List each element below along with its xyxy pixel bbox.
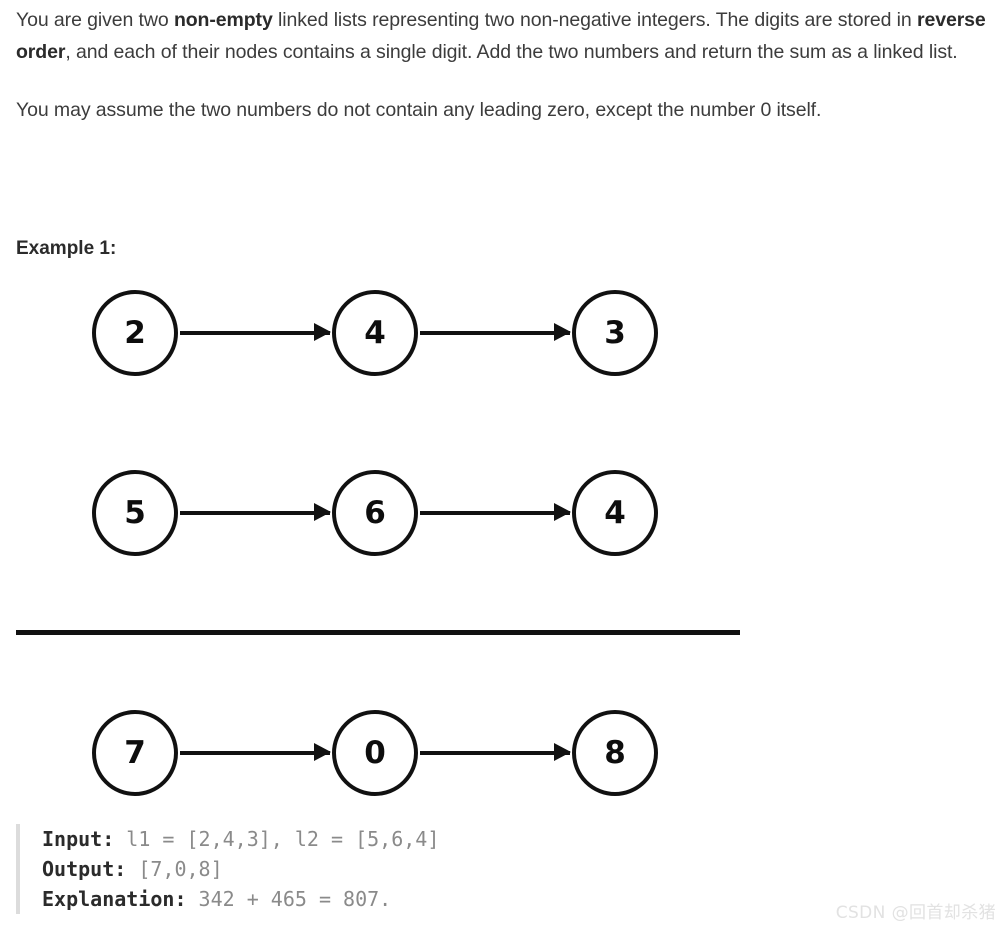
code-label: Output: [42,857,127,881]
code-line-output: Output: [7,0,8] [42,854,976,884]
code-value: l1 = [2,4,3], l2 = [5,6,4] [114,827,440,851]
csdn-watermark: CSDN @回首却杀猪 [835,903,996,923]
next-pointer-arrow-icon [420,503,571,521]
plain-text: linked lists representing two non-negati… [272,9,917,31]
list-node: 4 [572,470,658,556]
list-node: 3 [572,290,658,376]
sum-separator-line [16,630,740,635]
code-line-input: Input: l1 = [2,4,3], l2 = [5,6,4] [42,824,976,854]
node-value: 7 [124,734,146,771]
next-pointer-arrow-icon [420,323,571,341]
code-label: Explanation: [42,887,187,911]
list-node: 5 [92,470,178,556]
node-value: 4 [364,314,386,351]
emphasized-text: non-empty [173,9,273,31]
code-label: Input: [42,827,115,851]
node-value: 0 [364,734,386,771]
next-pointer-arrow-icon [180,503,331,521]
plain-text: You may assume the two numbers do not co… [16,99,822,121]
list-node: 8 [572,710,658,796]
list-node: 4 [332,290,418,376]
problem-statement: You are given two non-empty linked lists… [16,0,996,126]
node-value: 6 [364,494,386,531]
node-value: 4 [604,494,626,531]
example-heading: Example 1: [16,238,117,259]
emphasized-text: reverse order [16,9,986,63]
code-value: 342 + 465 = 807. [186,887,392,911]
node-value: 5 [124,494,146,531]
list-node: 6 [332,470,418,556]
code-line-explanation: Explanation: 342 + 465 = 807. [42,884,976,914]
linked-list-row-l2: 5 6 4 [0,465,1006,565]
next-pointer-arrow-icon [180,743,331,761]
plain-text: You are given two [16,9,174,31]
list-node: 2 [92,290,178,376]
statement-paragraph-1: You are given two non-empty linked lists… [16,0,996,68]
plain-text: , and each of their nodes contains a sin… [65,41,958,63]
example-code-block: Input: l1 = [2,4,3], l2 = [5,6,4] Output… [16,824,976,914]
linked-list-row-result: 7 0 8 [0,705,1006,805]
node-value: 2 [124,314,146,351]
code-value: [7,0,8] [126,857,223,881]
linked-list-diagram: 2 4 3 5 6 4 7 0 8 [0,262,1006,822]
statement-paragraph-2: You may assume the two numbers do not co… [16,68,996,126]
node-value: 8 [604,734,626,771]
next-pointer-arrow-icon [180,323,331,341]
list-node: 0 [332,710,418,796]
list-node: 7 [92,710,178,796]
node-value: 3 [604,314,626,351]
linked-list-row-l1: 2 4 3 [0,285,1006,385]
next-pointer-arrow-icon [420,743,571,761]
